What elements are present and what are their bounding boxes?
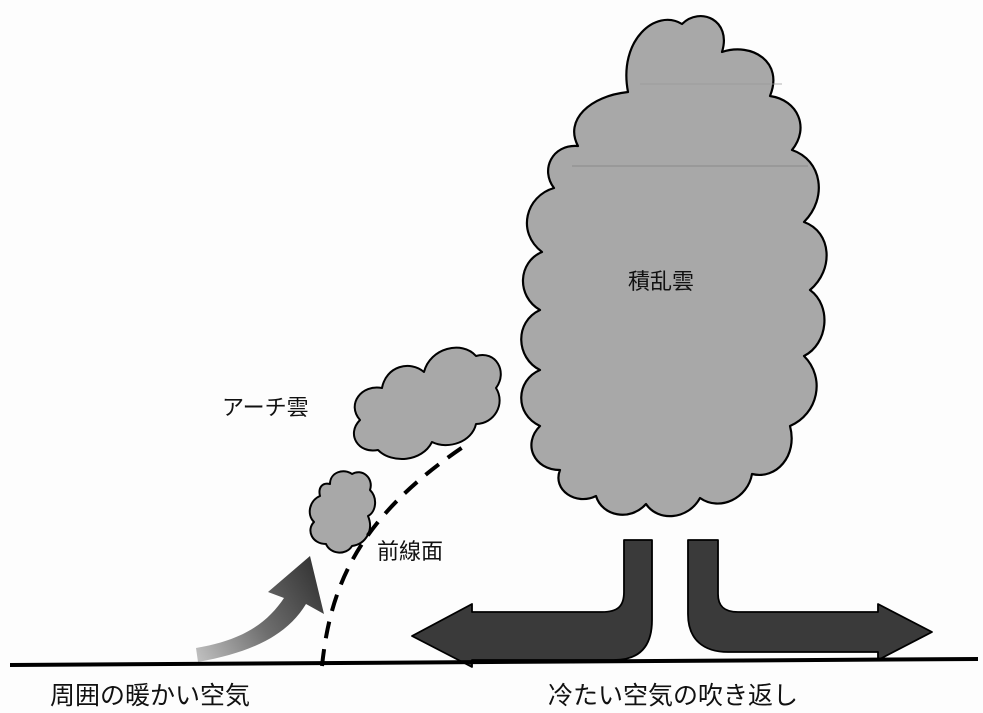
arch-cloud-lower (308, 470, 376, 554)
warm-air-arrow (196, 556, 324, 662)
ground-line (9, 657, 979, 667)
front-surface-line (320, 445, 465, 667)
arch-cloud-label: アーチ雲 (222, 396, 309, 421)
warm-air-label: 周囲の暖かい空気 (50, 681, 251, 710)
cold-outflow-label: 冷たい空気の吹き返し (548, 681, 799, 710)
cold-outflow-left-arrow (411, 539, 653, 668)
cumulonimbus-cloud (520, 14, 828, 518)
front-surface-label: 前線面 (377, 540, 444, 565)
cold-outflow-right-arrow (687, 539, 933, 661)
arch-cloud-upper (353, 346, 502, 461)
cumulonimbus-body (520, 14, 828, 518)
cumulonimbus-label: 積乱雲 (628, 270, 695, 295)
